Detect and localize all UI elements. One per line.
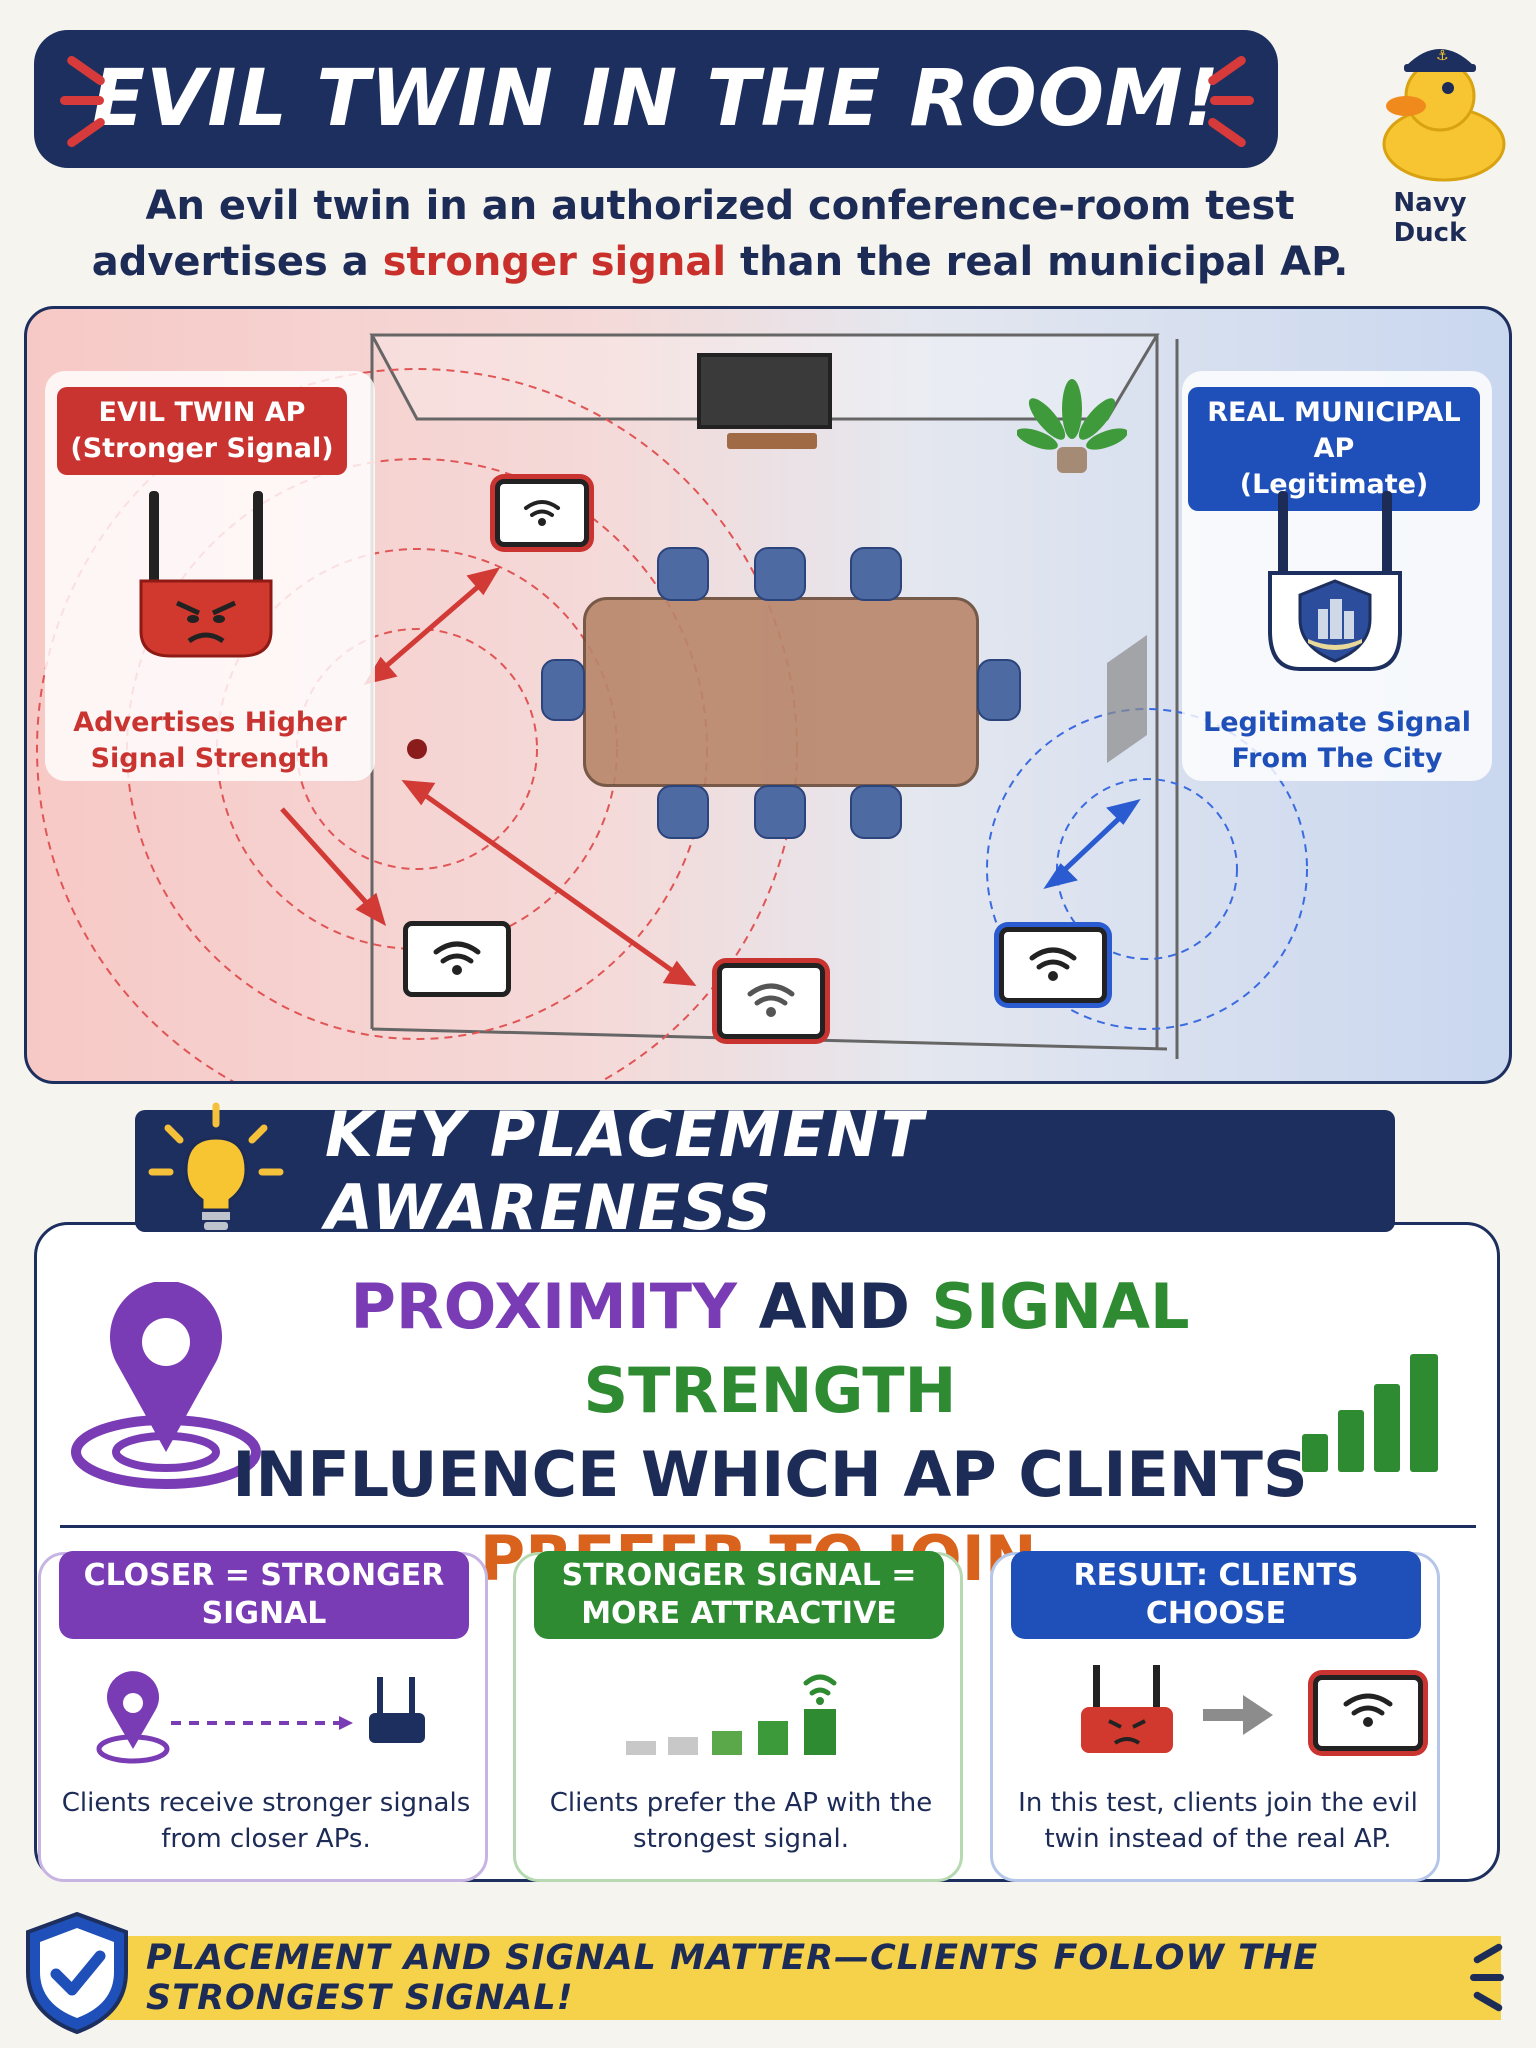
chair bbox=[977, 659, 1021, 721]
panel-result-tag: RESULT: CLIENTS CHOOSE bbox=[1011, 1551, 1421, 1639]
burst-decoration bbox=[1470, 1974, 1504, 1981]
wifi-icon bbox=[524, 500, 560, 526]
svg-text:⚓: ⚓ bbox=[1436, 48, 1449, 64]
evil-tag-line2: (Stronger Signal) bbox=[70, 433, 334, 464]
conference-table bbox=[583, 597, 979, 787]
signal-ladder-icon bbox=[626, 1674, 837, 1755]
client-device bbox=[403, 921, 511, 997]
headline-signal: SIGNAL STRENGTH bbox=[583, 1270, 1190, 1427]
real-ap-tag: REAL MUNICIPAL AP (Legitimate) bbox=[1188, 387, 1480, 511]
router-evil-icon bbox=[1081, 1665, 1173, 1753]
router-shield-icon bbox=[1268, 491, 1402, 671]
tv-stand bbox=[727, 433, 817, 449]
panel-closer-tag: CLOSER = STRONGER SIGNAL bbox=[59, 1551, 469, 1639]
wifi-icon bbox=[1343, 1693, 1393, 1727]
evil-desc-line1: Advertises Higher bbox=[73, 707, 347, 738]
real-desc-line1: Legitimate Signal bbox=[1203, 707, 1471, 738]
footer-text: PLACEMENT AND SIGNAL MATTER—CLIENTS FOLL… bbox=[146, 1938, 1319, 2018]
lightbulb-icon bbox=[148, 1102, 284, 1230]
title-banner: EVIL TWIN IN THE ROOM! bbox=[34, 30, 1278, 168]
conference-room-scene: EVIL TWIN AP (Stronger Signal) Advertise… bbox=[24, 306, 1512, 1084]
panel-closer: CLOSER = STRONGER SIGNAL Clients receive… bbox=[38, 1551, 488, 1882]
real-desc: Legitimate Signal From The City bbox=[1182, 705, 1492, 777]
panel-result: RESULT: CLIENTS CHOOSE In this test, cli… bbox=[990, 1551, 1440, 1882]
wifi-icon bbox=[747, 983, 795, 1017]
burst-decoration bbox=[60, 96, 104, 105]
panel-result-text: In this test, clients join the evil twin… bbox=[1018, 1788, 1418, 1854]
router-evil-icon bbox=[139, 491, 273, 658]
awareness-banner: KEY PLACEMENT AWARENESS bbox=[135, 1098, 1395, 1244]
chair bbox=[657, 785, 709, 839]
footer-banner: PLACEMENT AND SIGNAL MATTER—CLIENTS FOLL… bbox=[106, 1936, 1501, 2020]
location-pin-icon bbox=[71, 1282, 261, 1489]
chair bbox=[541, 659, 585, 721]
evil-desc: Advertises Higher Signal Strength bbox=[45, 705, 375, 777]
wifi-icon bbox=[1029, 947, 1077, 981]
burst-decoration bbox=[1210, 96, 1254, 105]
headline-and: AND bbox=[737, 1270, 932, 1343]
mascot-label: Navy Duck bbox=[1393, 188, 1467, 248]
awareness-banner-text: KEY PLACEMENT AWARENESS bbox=[325, 1098, 925, 1244]
real-tag-line1: REAL MUNICIPAL AP bbox=[1207, 397, 1461, 464]
divider bbox=[60, 1525, 1476, 1528]
headline-line2: INFLUENCE WHICH AP CLIENTS bbox=[232, 1438, 1308, 1511]
client-device bbox=[717, 963, 825, 1039]
evil-twin-tag: EVIL TWIN AP (Stronger Signal) bbox=[57, 387, 347, 475]
real-desc-line2: From The City bbox=[1231, 743, 1443, 774]
client-device bbox=[999, 927, 1107, 1003]
wifi-icon bbox=[433, 941, 481, 975]
panel-closer-text: Clients receive stronger signals from cl… bbox=[61, 1788, 471, 1854]
panel-stronger-text: Clients prefer the AP with the strongest… bbox=[549, 1788, 933, 1854]
panel-stronger-tag: STRONGER SIGNAL = MORE ATTRACTIVE bbox=[534, 1551, 944, 1639]
tv-screen bbox=[697, 353, 832, 429]
subtitle-line1: An evil twin in an authorized conference… bbox=[145, 183, 1295, 229]
evil-twin-card: EVIL TWIN AP (Stronger Signal) Advertise… bbox=[45, 371, 375, 781]
arrow-right-icon bbox=[1203, 1695, 1273, 1735]
headline-line1: PROXIMITY AND SIGNAL STRENGTH bbox=[190, 1265, 1350, 1433]
plant-icon bbox=[1017, 379, 1127, 473]
client-device bbox=[495, 479, 589, 547]
shield-check-icon bbox=[26, 1911, 128, 2035]
evil-desc-line2: Signal Strength bbox=[90, 743, 330, 774]
headline-proximity: PROXIMITY bbox=[350, 1270, 737, 1343]
subtitle: An evil twin in an authorized conference… bbox=[60, 178, 1380, 290]
closer-diagram bbox=[96, 1671, 425, 1764]
client-device bbox=[1313, 1675, 1423, 1751]
subtitle-post: than the real municipal AP. bbox=[726, 239, 1349, 285]
real-tag-line2: (Legitimate) bbox=[1239, 469, 1429, 500]
panel-stronger: STRONGER SIGNAL = MORE ATTRACTIVE Client… bbox=[513, 1551, 963, 1882]
chair bbox=[754, 547, 806, 601]
chair bbox=[850, 785, 902, 839]
chair bbox=[850, 547, 902, 601]
subtitle-line2: advertises a stronger signal than the re… bbox=[60, 234, 1380, 290]
real-ap-card: REAL MUNICIPAL AP (Legitimate) Legitimat… bbox=[1182, 371, 1492, 781]
chair bbox=[754, 785, 806, 839]
signal-bars-icon bbox=[1302, 1354, 1438, 1472]
subtitle-pre: advertises a bbox=[91, 239, 383, 285]
duck-mascot-icon: ⚓ bbox=[1382, 48, 1506, 182]
subtitle-highlight: stronger signal bbox=[382, 239, 727, 285]
page-title: EVIL TWIN IN THE ROOM! bbox=[91, 54, 1221, 144]
chair bbox=[657, 547, 709, 601]
evil-tag-line1: EVIL TWIN AP bbox=[98, 397, 306, 428]
